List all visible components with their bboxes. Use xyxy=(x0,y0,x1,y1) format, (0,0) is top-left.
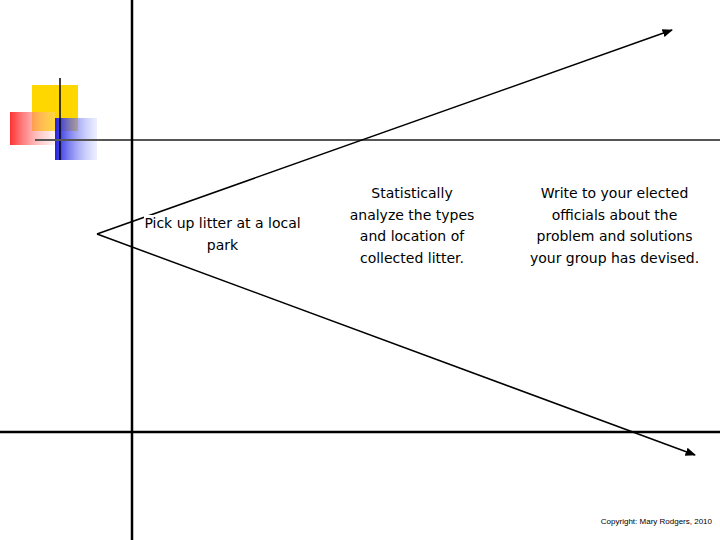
step-label-box: Statistically analyze the types and loca… xyxy=(347,183,477,269)
axis-line xyxy=(131,0,134,540)
deco-line xyxy=(35,139,720,141)
lower-arrow xyxy=(97,234,695,455)
copyright-note-box: Copyright: Mary Rodgers, 2010 xyxy=(560,517,712,527)
step-label-box: Pick up litter at a local park xyxy=(140,213,305,256)
step-label-box: Write to your elected officials about th… xyxy=(522,183,707,269)
deco-line xyxy=(59,78,61,160)
upper-arrow xyxy=(97,30,672,234)
axis-line xyxy=(0,431,720,434)
step-label: Pick up litter at a local park xyxy=(144,215,300,253)
step-label: Statistically analyze the types and loca… xyxy=(350,185,475,266)
copyright-note: Copyright: Mary Rodgers, 2010 xyxy=(601,517,712,526)
step-label: Write to your elected officials about th… xyxy=(530,185,699,266)
